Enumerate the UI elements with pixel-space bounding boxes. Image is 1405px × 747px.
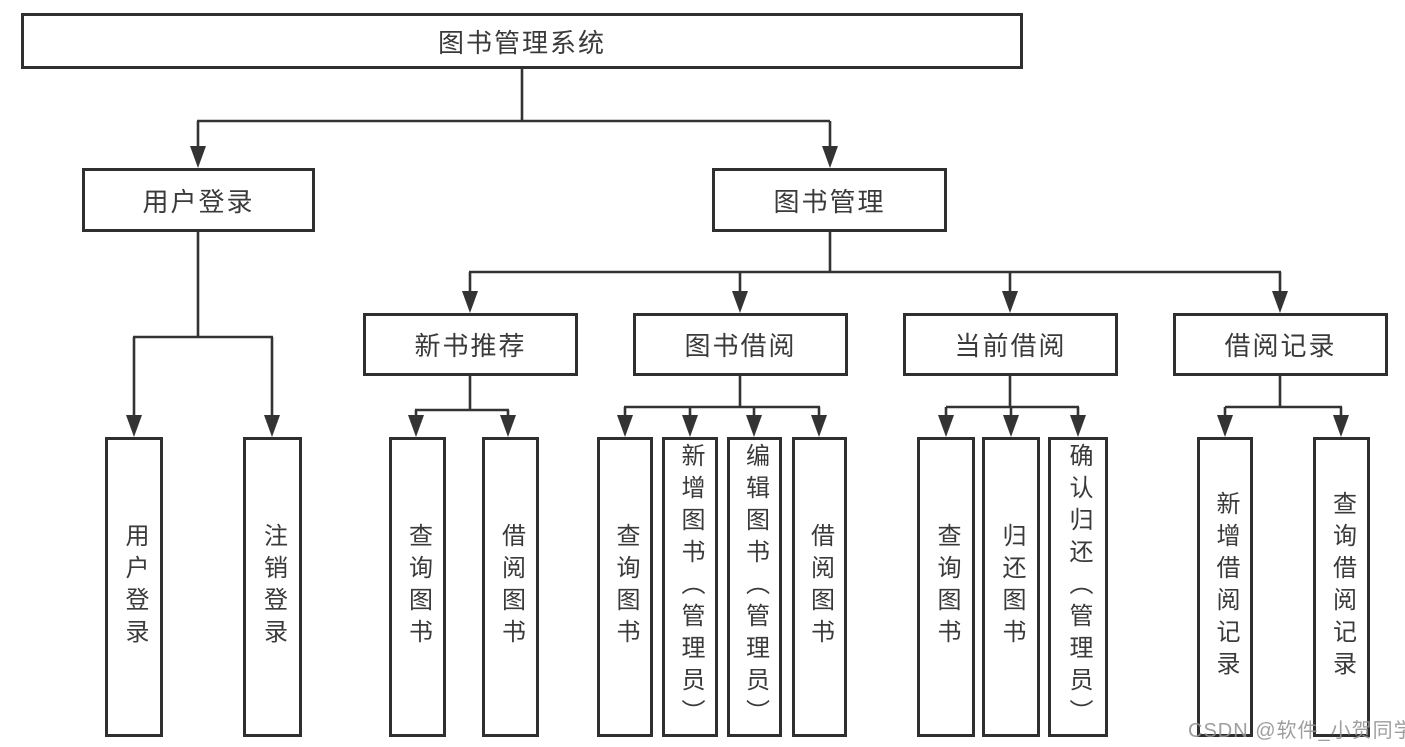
leaf-current-query-label: 查询图书 — [933, 523, 960, 651]
leaf-newbook-borrow: 借阅图书 — [482, 437, 539, 737]
leaf-logout-label: 注销登录 — [259, 523, 287, 651]
leaf-logout: 注销登录 — [243, 437, 302, 737]
node-root: 图书管理系统 — [21, 13, 1023, 69]
node-new-book-label: 新书推荐 — [414, 331, 527, 361]
leaf-borrow-query-label: 查询图书 — [612, 523, 639, 651]
node-borrow-record-label: 借阅记录 — [1224, 331, 1337, 361]
node-new-book: 新书推荐 — [363, 313, 578, 376]
branch-user-login — [126, 232, 280, 437]
node-user-login: 用户登录 — [82, 168, 315, 232]
leaf-current-return-label: 归还图书 — [998, 523, 1025, 651]
node-book-mgmt-label: 图书管理 — [773, 186, 886, 217]
branch-borrow-record — [1217, 376, 1349, 437]
leaf-borrow-book-label: 借阅图书 — [806, 523, 834, 651]
leaf-current-return: 归还图书 — [982, 437, 1040, 737]
branch-current-borrow — [938, 376, 1086, 437]
node-current-borrow: 当前借阅 — [903, 313, 1118, 376]
leaf-borrow-edit-label: 编辑图书（管理员） — [741, 443, 769, 731]
leaf-current-confirm: 确认归还（管理员） — [1048, 437, 1108, 737]
leaf-borrow-edit: 编辑图书（管理员） — [727, 437, 782, 737]
csdn-watermark: CSDN @软件_小贺同学 — [1188, 720, 1405, 742]
leaf-newbook-query: 查询图书 — [389, 437, 446, 737]
leaf-newbook-query-label: 查询图书 — [404, 523, 432, 651]
branch-book-borrow — [617, 376, 827, 437]
leaf-borrow-add: 新增图书（管理员） — [662, 437, 718, 737]
node-user-login-label: 用户登录 — [142, 186, 255, 217]
leaf-record-query-label: 查询借阅记录 — [1328, 491, 1356, 683]
node-root-label: 图书管理系统 — [437, 27, 606, 58]
branch-root — [190, 69, 838, 168]
leaf-borrow-query: 查询图书 — [597, 437, 653, 737]
node-book-borrow-label: 图书借阅 — [684, 331, 797, 361]
leaf-borrow-add-label: 新增图书（管理员） — [677, 443, 704, 731]
leaf-newbook-borrow-label: 借阅图书 — [497, 523, 525, 651]
node-current-borrow-label: 当前借阅 — [954, 331, 1067, 361]
leaf-record-query: 查询借阅记录 — [1313, 437, 1370, 737]
branch-book-mgmt — [462, 232, 1288, 313]
leaf-current-confirm-label: 确认归还（管理员） — [1065, 443, 1092, 731]
node-book-borrow: 图书借阅 — [633, 313, 848, 376]
leaf-record-add: 新增借阅记录 — [1197, 437, 1253, 737]
node-borrow-record: 借阅记录 — [1173, 313, 1388, 376]
node-book-mgmt: 图书管理 — [712, 168, 947, 232]
leaf-user-login: 用户登录 — [105, 437, 163, 737]
leaf-borrow-book: 借阅图书 — [792, 437, 847, 737]
leaf-current-query: 查询图书 — [917, 437, 975, 737]
leaf-user-login-label: 用户登录 — [121, 523, 148, 651]
leaf-record-add-label: 新增借阅记录 — [1212, 491, 1239, 683]
branch-new-book — [408, 376, 516, 437]
